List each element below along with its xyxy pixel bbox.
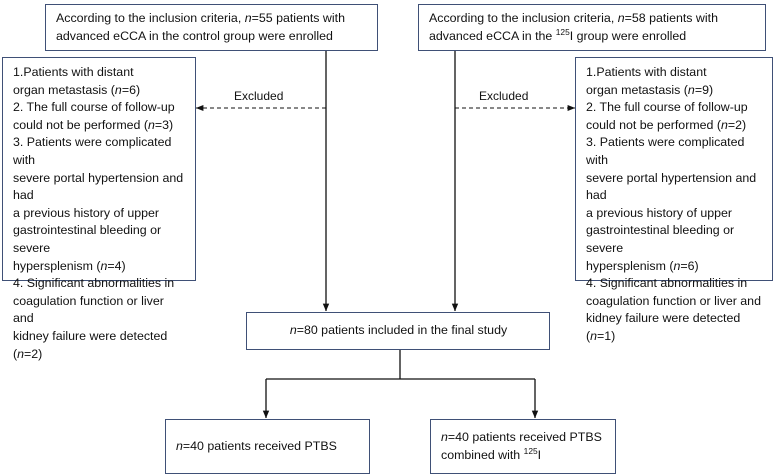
excluded-control-item4-n: n <box>17 346 25 361</box>
excluded-iodine-item1-line1: 1.Patients with distant <box>586 65 707 79</box>
excluded-iodine-item4-line1: 4. Significant abnormalities in <box>586 276 748 291</box>
enrollment-control-line2: advanced eCCA in the control group were … <box>56 28 333 43</box>
excluded-iodine-item3-text: hypersplenism ( <box>586 258 674 273</box>
node-enrollment-iodine: According to the inclusion criteria, n=5… <box>418 4 766 51</box>
arm-ptbs-iodine-line1: n=40 patients received PTBS <box>441 429 606 447</box>
edge-label-excluded-iodine: Excluded <box>479 89 529 103</box>
final-study-n: n <box>289 323 297 338</box>
excluded-control-item1-line1: 1.Patients with distant <box>13 65 134 79</box>
excluded-control-item1-n: n <box>114 82 122 97</box>
excluded-control-item3-line1: 3. Patients were complicated with <box>13 135 172 167</box>
excluded-iodine-item3-line2: severe portal hypertension and had <box>586 170 757 203</box>
arm-ptbs-text: =40 patients received PTBS <box>182 438 337 453</box>
enrollment-iodine-line1: According to the inclusion criteria, n=5… <box>429 10 756 28</box>
excluded-iodine-item1-count: =9) <box>694 82 714 97</box>
final-study-text: =80 patients included in the final study <box>296 323 508 338</box>
excluded-iodine-item4-n: n <box>590 328 598 343</box>
excluded-iodine-item3-line5: hypersplenism (n=6) <box>586 258 763 276</box>
node-arm-ptbs-iodine: n=40 patients received PTBS combined wit… <box>430 419 616 474</box>
excluded-iodine-item4-line3: kidney failure were detected (n=1) <box>586 310 763 345</box>
excluded-control-item3-text: hypersplenism ( <box>13 258 101 273</box>
excluded-iodine-item3-line3: a previous history of upper <box>586 205 733 220</box>
excluded-iodine-item4-line2: coagulation function or liver and <box>586 293 761 308</box>
enrollment-control-line1-suffix: =55 patients with <box>251 10 345 25</box>
node-enrollment-control: According to the inclusion criteria, n=5… <box>45 4 378 51</box>
excluded-control-item2-line2: could not be performed (n=3) <box>13 117 186 135</box>
edge-label-excluded-control: Excluded <box>234 89 284 103</box>
node-final-study: n=80 patients included in the final stud… <box>246 312 550 350</box>
enrollment-iodine-line2-suffix: I group were enrolled <box>569 28 687 43</box>
excluded-control-item3-count: =4) <box>107 258 126 273</box>
excluded-iodine-item1-text: organ metastasis ( <box>586 82 688 97</box>
excluded-iodine-item3-line1: 3. Patients were complicated with <box>586 135 745 167</box>
isotope-superscript: 125 <box>555 26 570 37</box>
excluded-iodine-item3-count: =6) <box>680 258 699 273</box>
excluded-control-item2-line1: 2. The full course of follow-up <box>13 100 175 115</box>
excluded-control-item3-n: n <box>100 258 108 273</box>
excluded-control-item4-line3: kidney failure were detected (n=2) <box>13 328 186 363</box>
arm-ptbs-iodine-element: I <box>537 447 542 462</box>
excluded-control-item4-line1: 4. Significant abnormalities in <box>13 276 175 291</box>
isotope-superscript: 125 <box>523 445 538 456</box>
excluded-control-item4-count: =2) <box>24 346 43 361</box>
enrollment-control-line1-n: n <box>244 10 252 25</box>
enrollment-control-line1-prefix: According to the inclusion criteria, <box>56 10 245 25</box>
excluded-iodine-item1-n: n <box>687 82 695 97</box>
excluded-control-item2-count: =3) <box>154 117 174 132</box>
enrollment-iodine-line1-n: n <box>617 10 625 25</box>
excluded-iodine-item4-text: kidney failure were detected ( <box>586 311 741 343</box>
excluded-control-item1-text: organ metastasis ( <box>13 82 115 97</box>
node-excluded-control: 1.Patients with distant organ metastasis… <box>2 57 196 361</box>
excluded-iodine-item3-line4: gastrointestinal bleeding or severe <box>586 223 735 255</box>
excluded-control-item1-line2: organ metastasis (n=6) <box>13 82 186 100</box>
excluded-iodine-item2-line2: could not be performed (n=2) <box>586 117 763 135</box>
enrollment-control-line1: According to the inclusion criteria, n=5… <box>56 10 368 28</box>
node-excluded-iodine: 1.Patients with distant organ metastasis… <box>575 57 773 343</box>
arm-ptbs-iodine-combined-text: combined with <box>441 447 524 462</box>
excluded-iodine-item2-count: =2) <box>727 117 747 132</box>
excluded-control-item3-line2: severe portal hypertension and had <box>13 170 184 203</box>
excluded-control-item4-text: kidney failure were detected ( <box>13 328 168 361</box>
excluded-control-item4-line2: coagulation function or liver and <box>13 293 164 326</box>
enrollment-iodine-line1-suffix: =58 patients with <box>624 10 718 25</box>
excluded-control-item2-text: could not be performed ( <box>13 117 148 132</box>
excluded-iodine-item2-text: could not be performed ( <box>586 117 721 132</box>
enrollment-iodine-line2: advanced eCCA in the 125I group were enr… <box>429 26 756 46</box>
node-arm-ptbs: n=40 patients received PTBS <box>165 419 370 474</box>
arm-ptbs-iodine-text: =40 patients received PTBS <box>447 429 602 444</box>
excluded-iodine-item1-line2: organ metastasis (n=9) <box>586 82 763 100</box>
enrollment-iodine-line2-prefix: advanced eCCA in the <box>429 28 556 43</box>
excluded-control-item2-n: n <box>148 117 155 132</box>
arm-ptbs-iodine-n: n <box>441 429 448 444</box>
excluded-iodine-item2-line1: 2. The full course of follow-up <box>586 100 748 115</box>
excluded-iodine-item4-count: =1) <box>597 328 616 343</box>
excluded-iodine-item2-n: n <box>721 117 728 132</box>
excluded-control-item3-line4: gastrointestinal bleeding or severe <box>13 223 162 255</box>
excluded-control-item3-line5: hypersplenism (n=4) <box>13 258 186 276</box>
excluded-control-item3-line3: a previous history of upper <box>13 205 160 220</box>
enrollment-iodine-line1-prefix: According to the inclusion criteria, <box>429 10 618 25</box>
excluded-control-item1-count: =6) <box>121 82 141 97</box>
excluded-iodine-item3-n: n <box>673 258 681 273</box>
arm-ptbs-iodine-line2: combined with 125I <box>441 445 606 465</box>
arm-ptbs-n: n <box>176 438 183 453</box>
